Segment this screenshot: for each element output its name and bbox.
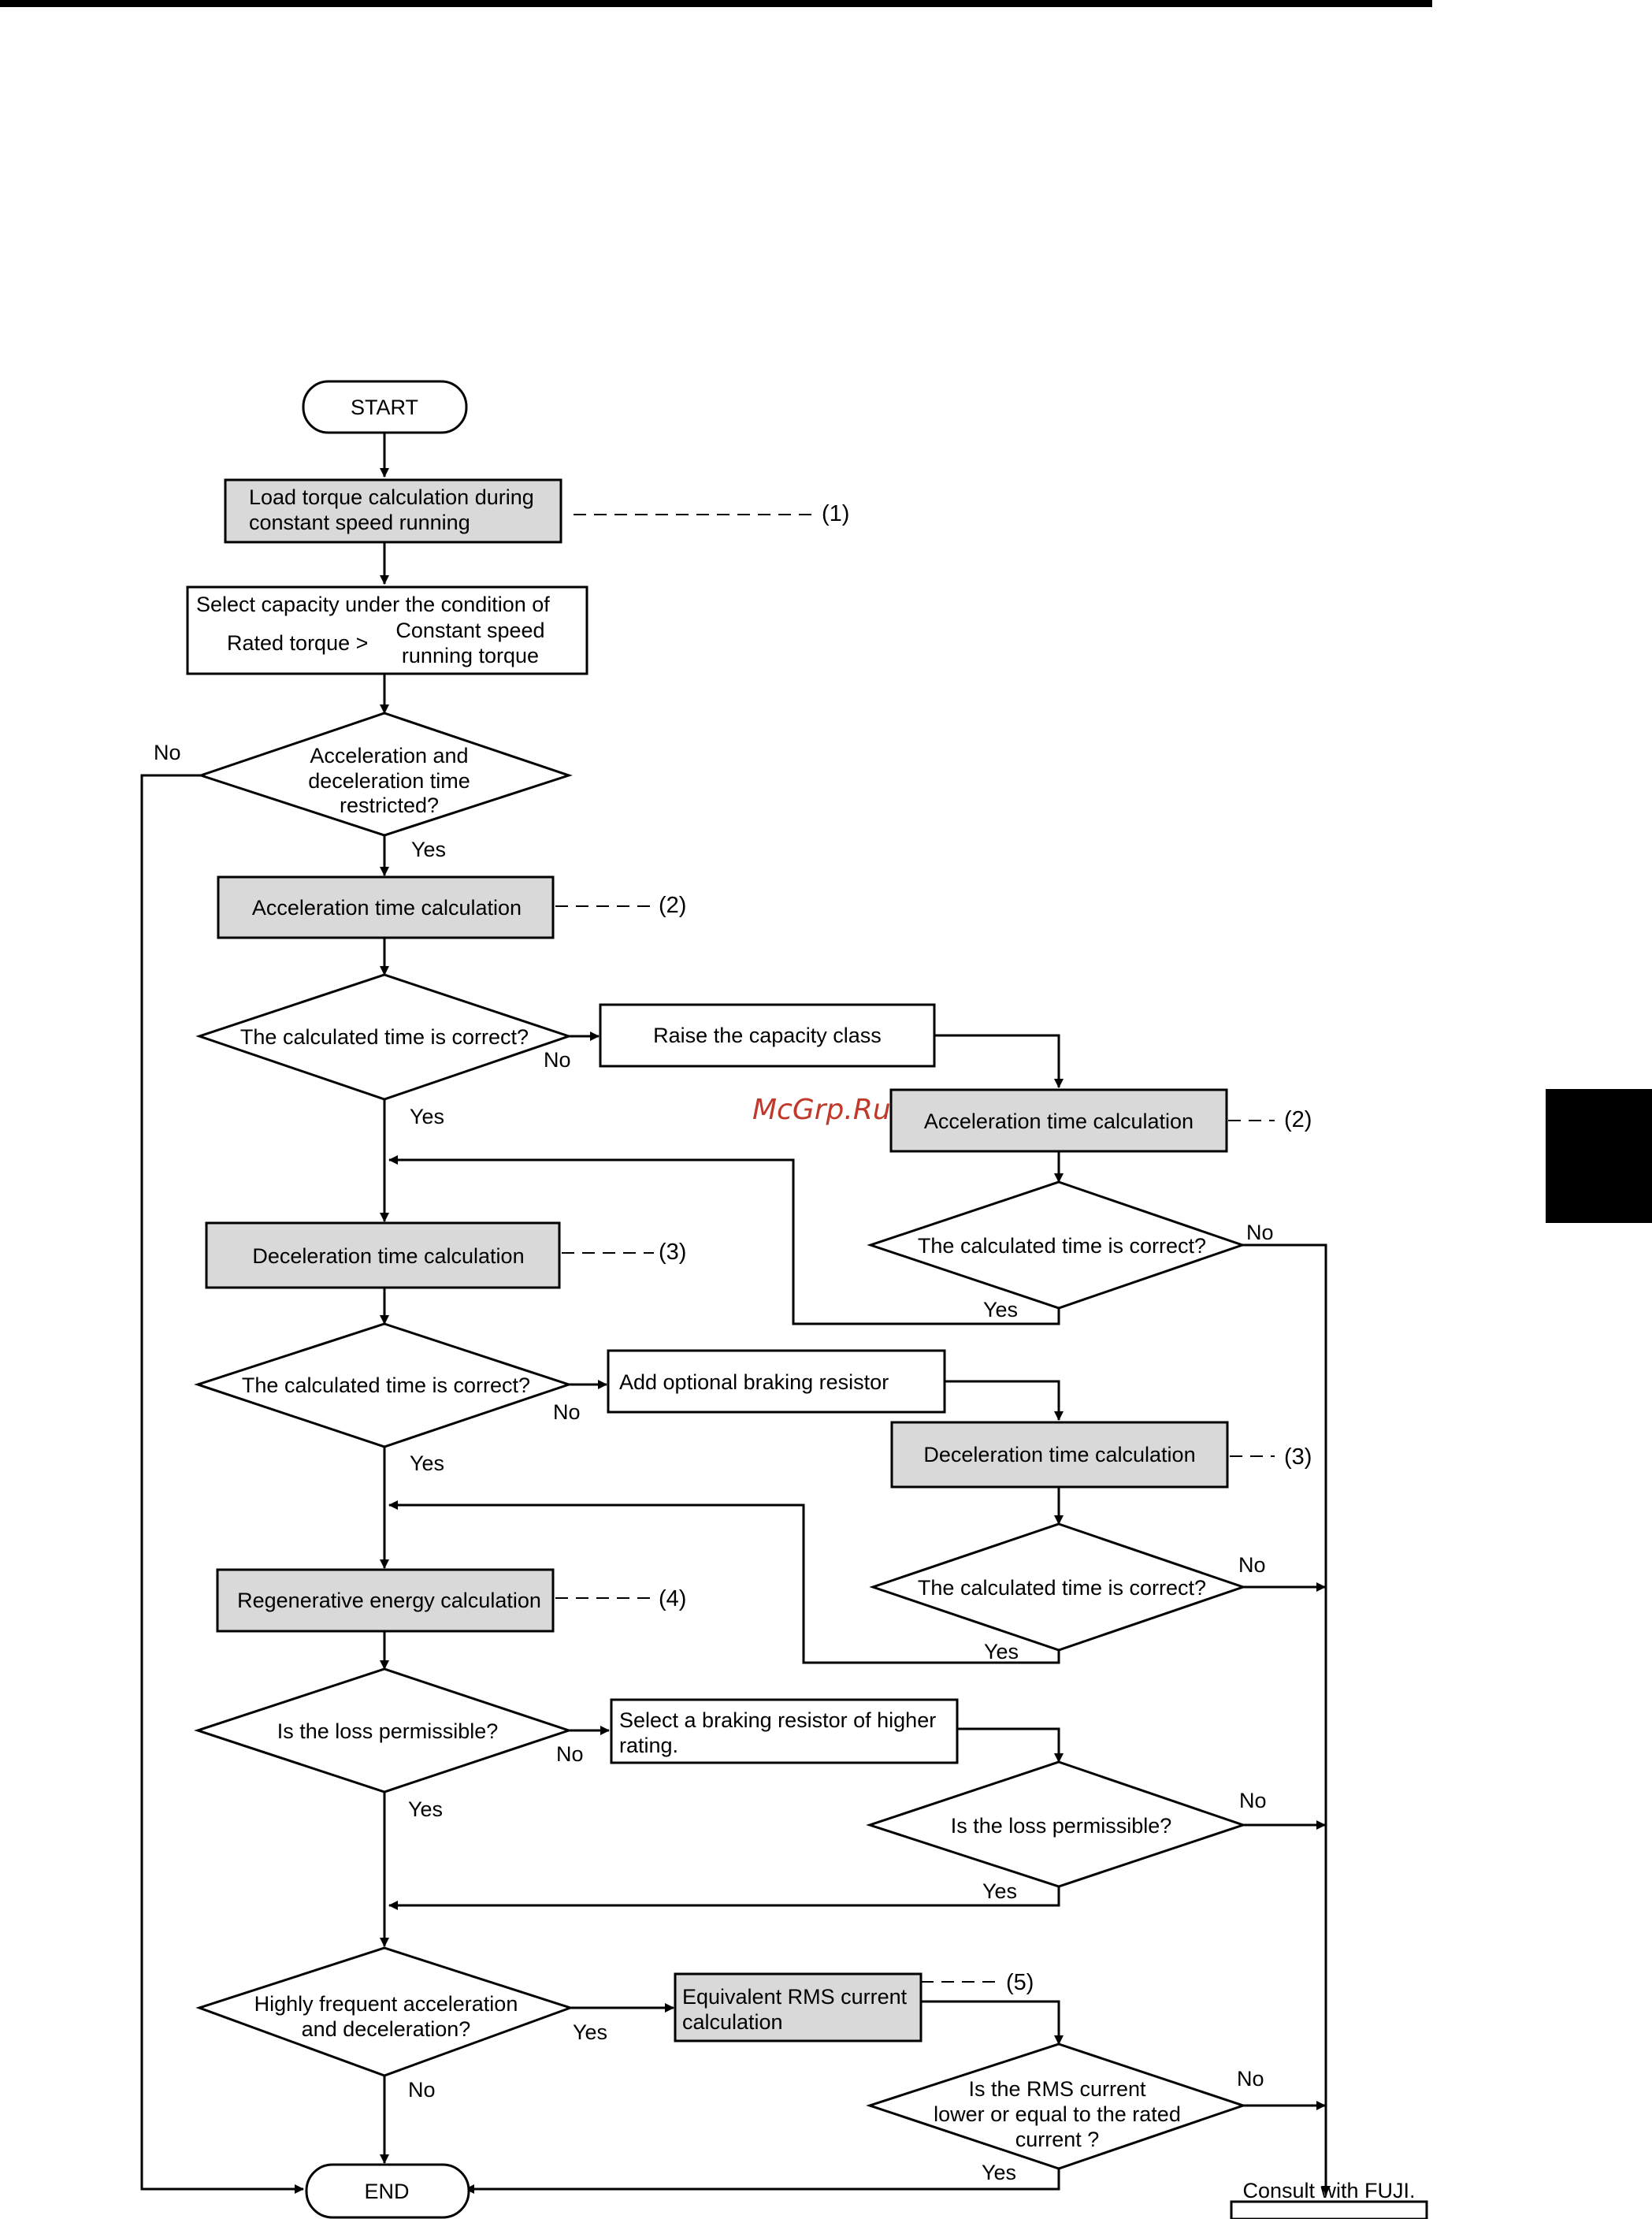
no-label: No	[1239, 1789, 1267, 1812]
connector	[388, 1500, 1060, 1664]
yes-label: Yes	[984, 1640, 1019, 1663]
select-capacity-right2: running torque	[402, 644, 539, 667]
end-terminal	[305, 2163, 470, 2219]
acc-calc-box	[217, 875, 555, 939]
yes-label: Yes	[410, 1105, 444, 1128]
select-braking-higher-box	[610, 1698, 959, 1764]
load-torque-box	[224, 478, 562, 544]
time-correct-3-label: The calculated time is correct?	[242, 1373, 530, 1397]
connector	[140, 774, 304, 2194]
regen-calc-label: Regenerative energy calculation	[237, 1589, 541, 1612]
select-capacity-right1: Constant speed	[395, 619, 544, 642]
time-correct-1-label: The calculated time is correct?	[240, 1025, 529, 1049]
top-rule	[0, 0, 1432, 7]
decision-time-correct-1	[195, 973, 573, 1101]
consult-label: Consult with FUJI.	[1242, 2179, 1415, 2202]
chapter-tab	[1546, 1089, 1652, 1223]
no-label: No	[1237, 2067, 1264, 2091]
decision-time-correct-4	[869, 1522, 1247, 1652]
yes-label: Yes	[573, 2020, 607, 2044]
acc-calc-label: Acceleration time calculation	[252, 896, 522, 920]
ref-2: (2)	[1284, 1107, 1312, 1132]
rms-calc-line1: Equivalent RMS current	[682, 1985, 908, 2009]
end-label: END	[364, 2180, 409, 2203]
yes-label: Yes	[982, 1879, 1017, 1903]
ref-5: (5)	[1006, 1970, 1034, 1995]
connector	[388, 1886, 1060, 1910]
yes-label: Yes	[411, 838, 446, 861]
frequent-line2: and deceleration?	[302, 2017, 471, 2041]
acc-dec-line1: Acceleration and	[310, 744, 468, 768]
load-torque-line2: constant speed running	[249, 511, 470, 534]
select-braking-line1: Select a braking resistor of higher	[619, 1708, 936, 1732]
select-capacity-box	[186, 585, 588, 675]
rms-line1: Is the RMS current	[968, 2077, 1146, 2101]
rms-line3: current ?	[1015, 2128, 1100, 2151]
connector	[957, 1727, 1064, 1763]
loss-2-label: Is the loss permissible?	[951, 1814, 1172, 1838]
rms-line2: lower or equal to the rated	[934, 2102, 1181, 2126]
connector	[388, 1155, 1060, 1325]
add-braking-box	[607, 1349, 946, 1414]
connector	[934, 1034, 1064, 1088]
rms-calc-line2: calculation	[682, 2010, 783, 2034]
acc-dec-line3: restricted?	[340, 794, 439, 817]
load-torque-line1: Load torque calculation during	[249, 485, 534, 509]
add-braking-label: Add optional braking resistor	[619, 1370, 889, 1394]
no-label: No	[408, 2078, 436, 2102]
decision-rms	[866, 2042, 1247, 2170]
acc-calc-2-label: Acceleration time calculation	[924, 1110, 1194, 1133]
select-braking-line2: rating.	[619, 1734, 678, 1757]
no-label: No	[544, 1048, 571, 1072]
acc-calc-box-2	[889, 1088, 1228, 1153]
acc-dec-line2: deceleration time	[308, 769, 470, 793]
start-label: START	[351, 396, 418, 419]
decision-time-correct-3	[194, 1322, 573, 1448]
dec-calc-box-2	[890, 1421, 1229, 1489]
connector	[465, 2169, 1060, 2194]
reference-leaders	[555, 514, 1275, 1983]
raise-capacity-box	[599, 1003, 936, 1068]
yes-label: Yes	[982, 2161, 1016, 2184]
connector	[1242, 1243, 1331, 2195]
connectors	[140, 433, 1331, 2195]
decision-loss-2	[866, 1760, 1247, 1888]
decision-loss-1	[194, 1667, 573, 1793]
yes-label: Yes	[408, 1797, 443, 1821]
select-capacity-left: Rated torque >	[227, 631, 368, 655]
time-correct-4-label: The calculated time is correct?	[918, 1576, 1206, 1600]
raise-capacity-label: Raise the capacity class	[653, 1024, 882, 1047]
ref-3: (3)	[1284, 1444, 1312, 1470]
dec-calc-label: Deceleration time calculation	[252, 1244, 524, 1268]
dec-calc-box	[205, 1221, 561, 1289]
time-correct-2-label: The calculated time is correct?	[918, 1234, 1206, 1258]
decision-acc-dec-restricted	[197, 712, 573, 837]
no-label: No	[1246, 1221, 1274, 1244]
frequent-line1: Highly frequent acceleration	[254, 1992, 518, 2016]
watermark: McGrp.Ru	[752, 1094, 891, 1126]
yes-label: Yes	[410, 1451, 444, 1475]
select-capacity-line1: Select capacity under the condition of	[196, 593, 550, 616]
ref-2: (2)	[659, 893, 686, 918]
no-label: No	[154, 741, 181, 764]
connector	[921, 2000, 1064, 2045]
loss-1-label: Is the loss permissible?	[277, 1719, 499, 1743]
consult-box	[1230, 2200, 1428, 2219]
no-label: No	[553, 1400, 581, 1424]
connector	[945, 1380, 1064, 1421]
decision-time-correct-2	[867, 1180, 1246, 1310]
yes-label: Yes	[983, 1298, 1018, 1321]
start-terminal	[302, 380, 468, 434]
rms-calc-box	[674, 1972, 923, 2042]
decision-frequent	[195, 1946, 574, 2077]
ref-1: (1)	[822, 501, 849, 526]
no-label: No	[556, 1742, 584, 1766]
dec-calc-2-label: Deceleration time calculation	[923, 1443, 1195, 1466]
ref-3: (3)	[659, 1240, 686, 1265]
regen-calc-box	[216, 1568, 555, 1633]
no-label: No	[1238, 1553, 1266, 1577]
ref-4: (4)	[659, 1586, 686, 1611]
